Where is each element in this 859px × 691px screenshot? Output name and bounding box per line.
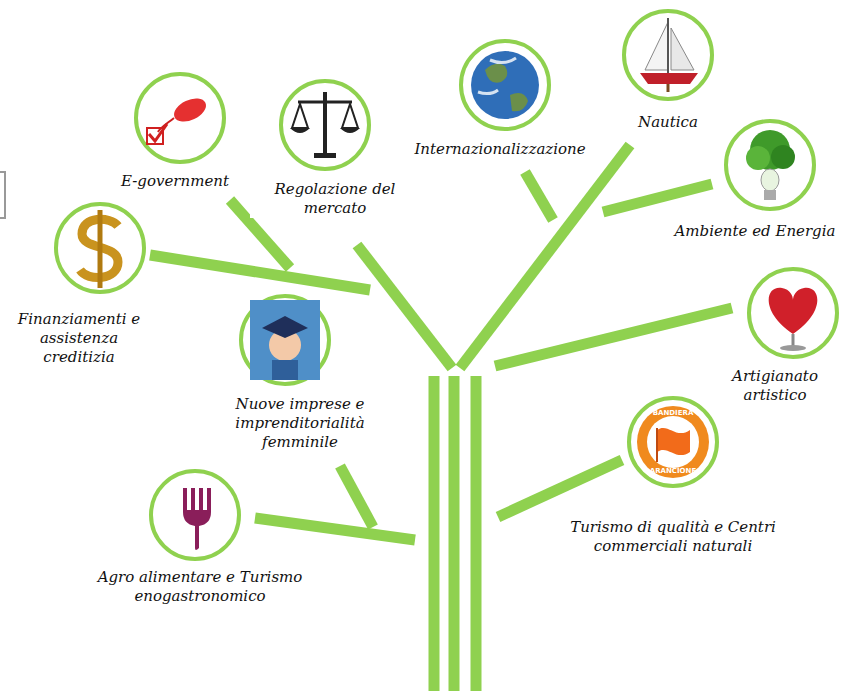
branch-label: E-government (75, 172, 275, 191)
label-text: Artigianato artistico (715, 367, 835, 405)
branch-label: Internazionalizzazione (380, 140, 620, 159)
flag-text: ARANCIONE (650, 467, 696, 475)
label-text: Ambiente ed Energia (672, 222, 839, 241)
branch-label: Artigianato artistico (715, 367, 835, 405)
branch-label: Nautica (608, 113, 728, 132)
branch-label: Turismo di qualità e Centri commerciali … (563, 518, 783, 556)
label-text: Agro alimentare e Turismo enogastronomic… (80, 568, 320, 606)
label-text: Nautica (635, 113, 701, 132)
label-text: Turismo di qualità e Centri commerciali … (563, 518, 783, 556)
branch-label: Regolazione del mercato (250, 180, 420, 218)
label-text: Regolazione del mercato (250, 180, 420, 218)
branch-label: Finanziamenti e assistenza creditizia (4, 310, 154, 367)
label-text: Nuove imprese e imprenditorialità femmin… (210, 395, 390, 452)
branch-label: Nuove imprese e imprenditorialità femmin… (210, 395, 390, 452)
label-text: Finanziamenti e assistenza creditizia (4, 310, 154, 367)
branch-label: Agro alimentare e Turismo enogastronomic… (80, 568, 320, 606)
label-text: E-government (118, 172, 232, 191)
label-text: Internazionalizzazione (411, 140, 588, 159)
flag-text: BANDIERA (653, 409, 694, 417)
branch-label: Ambiente ed Energia (655, 222, 855, 241)
